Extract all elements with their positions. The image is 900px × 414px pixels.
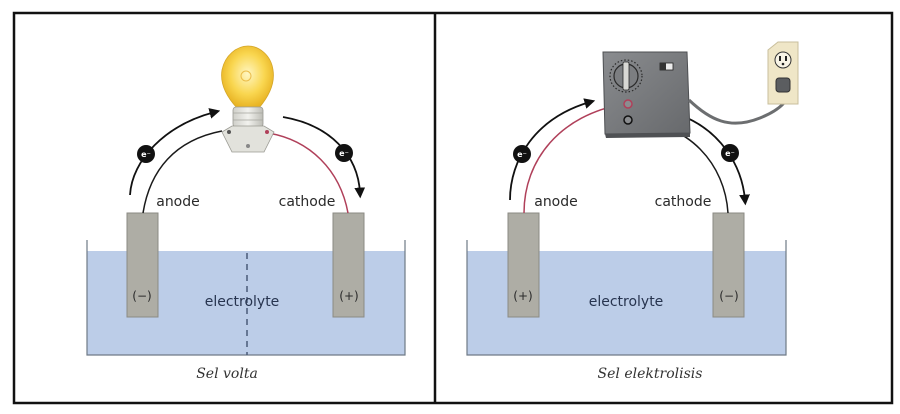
- beaker: [466, 240, 787, 356]
- svg-text:e⁻: e⁻: [141, 150, 151, 159]
- electrolyte-label: electrolyte: [589, 294, 664, 310]
- positive-terminal: [623, 99, 633, 109]
- cathode-sign: (+): [339, 289, 358, 303]
- anode-wire: [142, 130, 223, 214]
- anode-label: anode: [156, 194, 200, 210]
- light-bulb-icon: [221, 45, 275, 153]
- electrolytic-cell-panel: (+) (−) electrolyte e⁻ e⁻ anode cathode: [466, 41, 799, 382]
- electrolyte-label: electrolyte: [205, 294, 280, 310]
- svg-text:e⁻: e⁻: [339, 149, 349, 158]
- anode-label: anode: [534, 194, 578, 210]
- electron-flow-arrow-right: [282, 116, 366, 199]
- electron-badge-right: e⁻: [721, 144, 739, 162]
- voltaic-cell-caption: Sel volta: [196, 366, 258, 382]
- cathode-wire: [267, 132, 349, 214]
- cathode-label: cathode: [655, 194, 712, 210]
- anode-electrode: [126, 212, 159, 318]
- beaker: [86, 240, 406, 356]
- anode-sign: (−): [132, 289, 151, 303]
- electrolytic-cell-caption: Sel elektrolisis: [598, 366, 703, 382]
- toggle-switch-icon: [659, 62, 674, 71]
- voltaic-cell-panel: (−) (+) electrolyte e⁻ e⁻ anode cathode: [86, 45, 406, 382]
- anode-electrode: [507, 212, 540, 318]
- negative-terminal: [623, 115, 633, 125]
- cathode-electrode: [332, 212, 365, 318]
- cathode-electrode: [712, 212, 745, 318]
- electron-badge-left: e⁻: [513, 145, 531, 163]
- dial-knob-icon: [609, 59, 643, 93]
- anode-sign: (+): [513, 289, 532, 303]
- svg-text:e⁻: e⁻: [517, 150, 527, 159]
- electron-badge-left: e⁻: [137, 145, 155, 163]
- electron-badge-right: e⁻: [335, 144, 353, 162]
- cathode-label: cathode: [279, 194, 336, 210]
- wall-outlet-icon: [767, 41, 799, 105]
- electron-flow-arrow-left: [129, 108, 221, 196]
- anode-wire: [523, 103, 625, 214]
- cathode-sign: (−): [719, 289, 738, 303]
- svg-text:e⁻: e⁻: [725, 149, 735, 158]
- electron-flow-arrow-left: [509, 98, 596, 201]
- power-supply-icon: [602, 51, 691, 138]
